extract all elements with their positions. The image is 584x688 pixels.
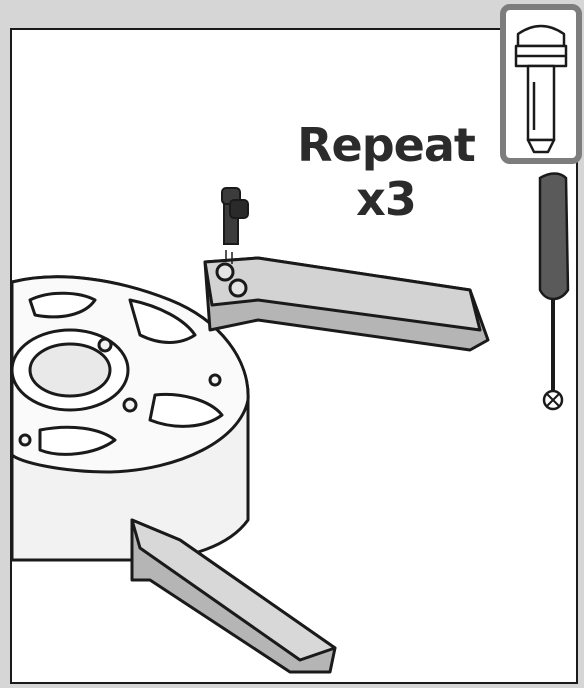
base-hub — [10, 275, 250, 562]
hardware-callout — [500, 4, 582, 164]
repeat-label: Repeat — [297, 118, 476, 172]
screw-icon — [514, 24, 568, 154]
screw-in-motion — [221, 187, 249, 264]
screwdriver-icon — [538, 172, 570, 411]
repeat-count: x3 — [356, 172, 417, 227]
front-leg — [130, 518, 337, 674]
upper-leg — [203, 256, 490, 352]
repeat-instruction: Repeat x3 — [296, 118, 476, 227]
